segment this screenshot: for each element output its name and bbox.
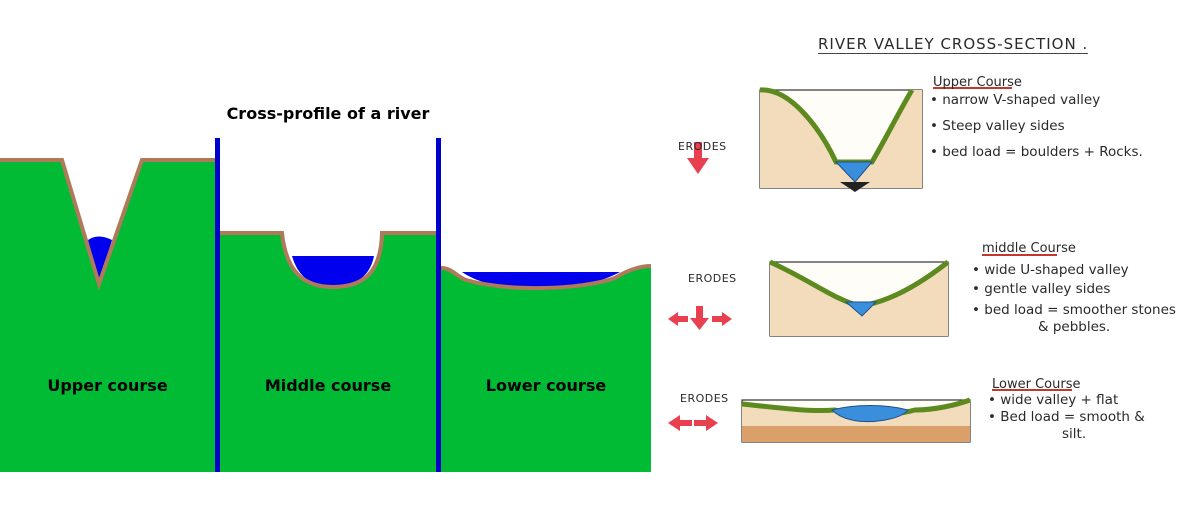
upper-course-water [88,236,112,284]
lower-course-soil-line [440,264,652,291]
upper-valley-sketch [759,87,923,192]
middle-course-heading: middle Course [982,241,1076,256]
upper-course-soil-line [0,158,216,291]
lower-erodes-label: ERODES [680,392,729,405]
cross-profile-title: Cross-profile of a river [226,104,430,123]
cross-profile-panel: Cross-profile of a river Upper course Mi… [0,104,652,472]
lower-course-land [441,266,651,472]
note-line: • narrow V-shaped valley [930,92,1101,108]
middle-course-label: Middle course [264,376,392,395]
divider-left [215,138,220,472]
note-line: • bed load = boulders + Rocks. [930,144,1143,160]
river-valley-sketch [668,87,1072,443]
lower-course-label: Lower course [485,376,607,395]
cross-profile-diagram [0,138,652,472]
down-arrow-icon [687,142,709,174]
upper-course-land [0,160,216,472]
note-line: • Bed load = smooth & [988,409,1145,425]
middle-course-water [292,256,374,287]
upper-course-notes: • narrow V-shaped valley • Steep valley … [930,92,1143,161]
note-line: • bed load = smoother stones [972,302,1176,318]
note-line: • Steep valley sides [930,118,1065,134]
note-line: • wide valley + flat [988,392,1119,408]
middle-course-notes: • wide U-shaped valley • gentle valley s… [972,262,1176,336]
upper-course-label: Upper course [47,376,168,395]
river-valley-title: RIVER VALLEY CROSS-SECTION . [818,35,1089,54]
middle-valley-sketch [768,259,950,337]
river-valley-sketch-panel: RIVER VALLEY CROSS-SECTION . ERODES Uppe… [660,0,1188,520]
lower-course-heading: Lower Course [992,377,1081,392]
note-line: • gentle valley sides [972,281,1111,297]
sideways-arrows-icon [668,415,718,431]
down-and-sideways-arrows-icon [668,306,732,330]
note-line: silt. [1062,426,1087,442]
divider-right [436,138,441,472]
middle-course-land [220,233,437,472]
note-line: & pebbles. [1038,319,1111,335]
middle-course-soil-line [220,231,437,290]
lower-valley-sketch [741,397,971,443]
middle-erodes-label: ERODES [688,272,737,285]
note-line: • wide U-shaped valley [972,262,1129,278]
upper-course-heading: Upper Course [933,75,1022,90]
lower-course-notes: • wide valley + flat • Bed load = smooth… [988,392,1145,443]
upper-erodes-label: ERODES [678,140,727,153]
